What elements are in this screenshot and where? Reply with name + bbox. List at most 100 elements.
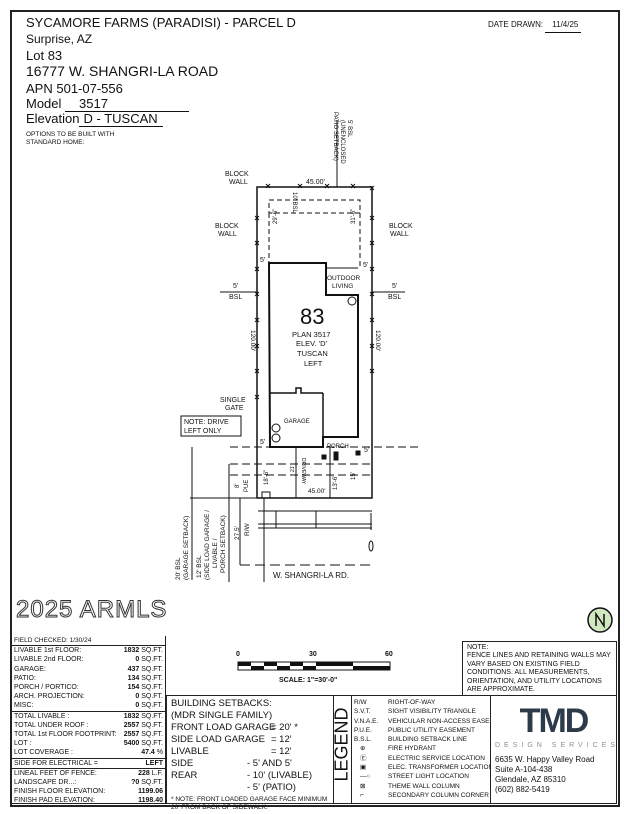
- area-row: LOT COVERAGE : 47.4 %: [12, 748, 165, 757]
- area-number: 1198.40: [138, 797, 163, 805]
- svg-text:WALL: WALL: [229, 179, 248, 186]
- svg-text:60: 60: [385, 651, 393, 658]
- setback-value: - 10' (LIVABLE): [247, 770, 312, 781]
- setbacks-note: * NOTE: FRONT LOADED GARAGE FACE MINIMUM…: [171, 796, 328, 811]
- area-label: LANDSCAPE DR...:: [14, 779, 77, 787]
- svg-text:PATIO SETBACK): PATIO SETBACK): [332, 112, 338, 161]
- svg-text:ELEV. 'D': ELEV. 'D': [296, 339, 328, 348]
- company-phone: (602) 882-5419: [495, 785, 550, 794]
- field-note: NOTE: FENCE LINES AND RETAINING WALLS MA…: [462, 641, 617, 696]
- svg-text:5': 5': [260, 257, 265, 264]
- electric-service-icon: Ⓔ: [360, 754, 367, 762]
- area-value: 228 L.F.: [138, 769, 163, 778]
- sheet-border: [10, 10, 620, 807]
- area-row: FINISH FLOOR ELEVATION:1199.06: [12, 787, 165, 796]
- svg-text:R/W: R/W: [244, 523, 251, 537]
- legend-text: RIGHT-OF-WAY: [388, 699, 436, 706]
- watermark: 2025 ARMLS: [15, 596, 168, 624]
- setback-row: SIDE- 5' AND 5': [171, 758, 329, 770]
- legend-item: B.S.L.BUILDING SETBACK LINE: [354, 735, 490, 744]
- house-footprint: [267, 262, 359, 448]
- model-value: 3517: [65, 96, 190, 112]
- legend-item: ⌐SECONDARY COLUMN CORNER: [354, 791, 490, 800]
- area-number: 1832: [123, 647, 140, 655]
- area-label: LIVABLE 1st FLOOR:: [14, 647, 82, 655]
- scale-bar: 0 30 60 SCALE: 1"=30'-0": [236, 651, 393, 684]
- lot-width-dim: 45.00': [306, 179, 325, 186]
- svg-text:45.00': 45.00': [308, 488, 326, 495]
- svg-text:120.00': 120.00': [249, 330, 256, 351]
- area-row: TOTAL UNDER ROOF :2557 SQ.FT.: [12, 721, 165, 730]
- outdoor-living-label: OUTDOOR: [327, 275, 361, 282]
- area-row: LIVABLE 1st FLOOR:1832 SQ.FT.: [12, 646, 165, 655]
- setback-label: REAR: [171, 770, 198, 781]
- area-row: LINEAL FEET OF FENCE: 228 L.F.: [12, 769, 165, 778]
- svg-text:31'-6": 31'-6": [351, 209, 357, 224]
- area-label: LOT COVERAGE :: [14, 749, 73, 757]
- svg-text:18'-6": 18'-6": [264, 470, 270, 485]
- area-label: PATIO:: [14, 674, 36, 682]
- svg-text:GATE: GATE: [225, 405, 244, 412]
- area-label: GARAGE:: [14, 665, 46, 673]
- svg-text:BLOCK: BLOCK: [389, 223, 413, 230]
- lot-number: 83: [47, 48, 63, 63]
- field-checked: FIELD CHECKED: 1/30/24: [14, 637, 92, 644]
- svg-text:8': 8': [235, 484, 241, 488]
- legend-abbr: P.U.E.: [354, 726, 372, 734]
- electric-service-icon: [271, 433, 281, 443]
- legend-item: P.U.E.PUBLIC UTILITY EASEMENT: [354, 726, 490, 735]
- building-setbacks: BUILDING SETBACKS: (MDR SINGLE FAMILY) F…: [166, 695, 334, 811]
- svg-text:30: 30: [309, 651, 317, 658]
- legend-text: FIRE HYDRANT: [388, 745, 437, 753]
- svg-text:(GARAGE SETBACK): (GARAGE SETBACK): [183, 516, 190, 580]
- area-value: 2557 SQ.FT.: [124, 730, 163, 739]
- area-value: 47.4 %: [141, 748, 163, 757]
- area-value: 0 SQ.FT.: [135, 701, 163, 710]
- north-arrow-icon: [587, 607, 613, 633]
- svg-text:29'-6": 29'-6": [273, 209, 279, 224]
- company-tagline: DESIGN SERVICES: [495, 742, 620, 749]
- rear-setback-label: 5' BSL: [346, 120, 352, 138]
- area-unit: SQ.FT.: [141, 740, 163, 748]
- area-number: 0: [135, 702, 140, 710]
- setback-label: LIVABLE: [171, 746, 209, 757]
- hose-bib-icon: [347, 296, 357, 306]
- legend-abbr: R/W: [354, 699, 367, 706]
- fire-hydrant-icon: ⊕: [360, 745, 366, 753]
- area-unit: SQ.FT.: [141, 731, 163, 739]
- legend-text: THEME WALL COLUMN: [388, 782, 460, 790]
- model-label: Model: [26, 96, 62, 111]
- setback-label: SIDE LOAD GARAGE: [171, 734, 265, 745]
- setback-value: = 20' *: [271, 722, 298, 733]
- area-value: 154 SQ.FT.: [128, 683, 163, 692]
- area-unit: SQ.FT.: [141, 693, 163, 701]
- svg-text:13'-6": 13'-6": [333, 475, 339, 490]
- city: Surprise, AZ: [26, 32, 93, 46]
- area-number: 1199.06: [138, 788, 163, 796]
- svg-text:5': 5': [392, 283, 397, 290]
- svg-text:15': 15': [351, 472, 357, 480]
- area-value: 0 SQ.FT.: [135, 655, 163, 664]
- area-row: LOT :5400 SQ.FT.: [12, 739, 165, 748]
- svg-text:WALL: WALL: [218, 231, 237, 238]
- svg-text:LEFT ONLY: LEFT ONLY: [184, 428, 222, 435]
- elevation-label: Elevation: [26, 111, 80, 126]
- area-row: LANDSCAPE DR...:?0 SQ.FT.: [12, 778, 165, 787]
- area-number: 47.4: [141, 749, 155, 757]
- transformer-icon: ▣: [360, 764, 367, 772]
- area-number: ?0: [131, 779, 140, 787]
- svg-text:5': 5': [364, 447, 369, 454]
- area-unit: SQ.FT.: [141, 656, 163, 664]
- legend-abbr: V.N.A.E.: [354, 717, 379, 725]
- area-number: 154: [127, 684, 140, 692]
- area-value: 1832 SQ.FT.: [124, 712, 163, 721]
- apn-label: APN: [26, 81, 53, 96]
- area-number: 134: [127, 674, 140, 682]
- rear-setback-line: [268, 199, 361, 214]
- area-label: LINEAL FEET OF FENCE:: [14, 769, 97, 777]
- area-label: LIVABLE 2nd FLOOR:: [14, 656, 84, 664]
- svg-text:(SIDE LOAD GARAGE /: (SIDE LOAD GARAGE /: [204, 510, 211, 580]
- street-light-icon: [368, 540, 374, 552]
- area-row: PATIO:134 SQ.FT.: [12, 674, 165, 683]
